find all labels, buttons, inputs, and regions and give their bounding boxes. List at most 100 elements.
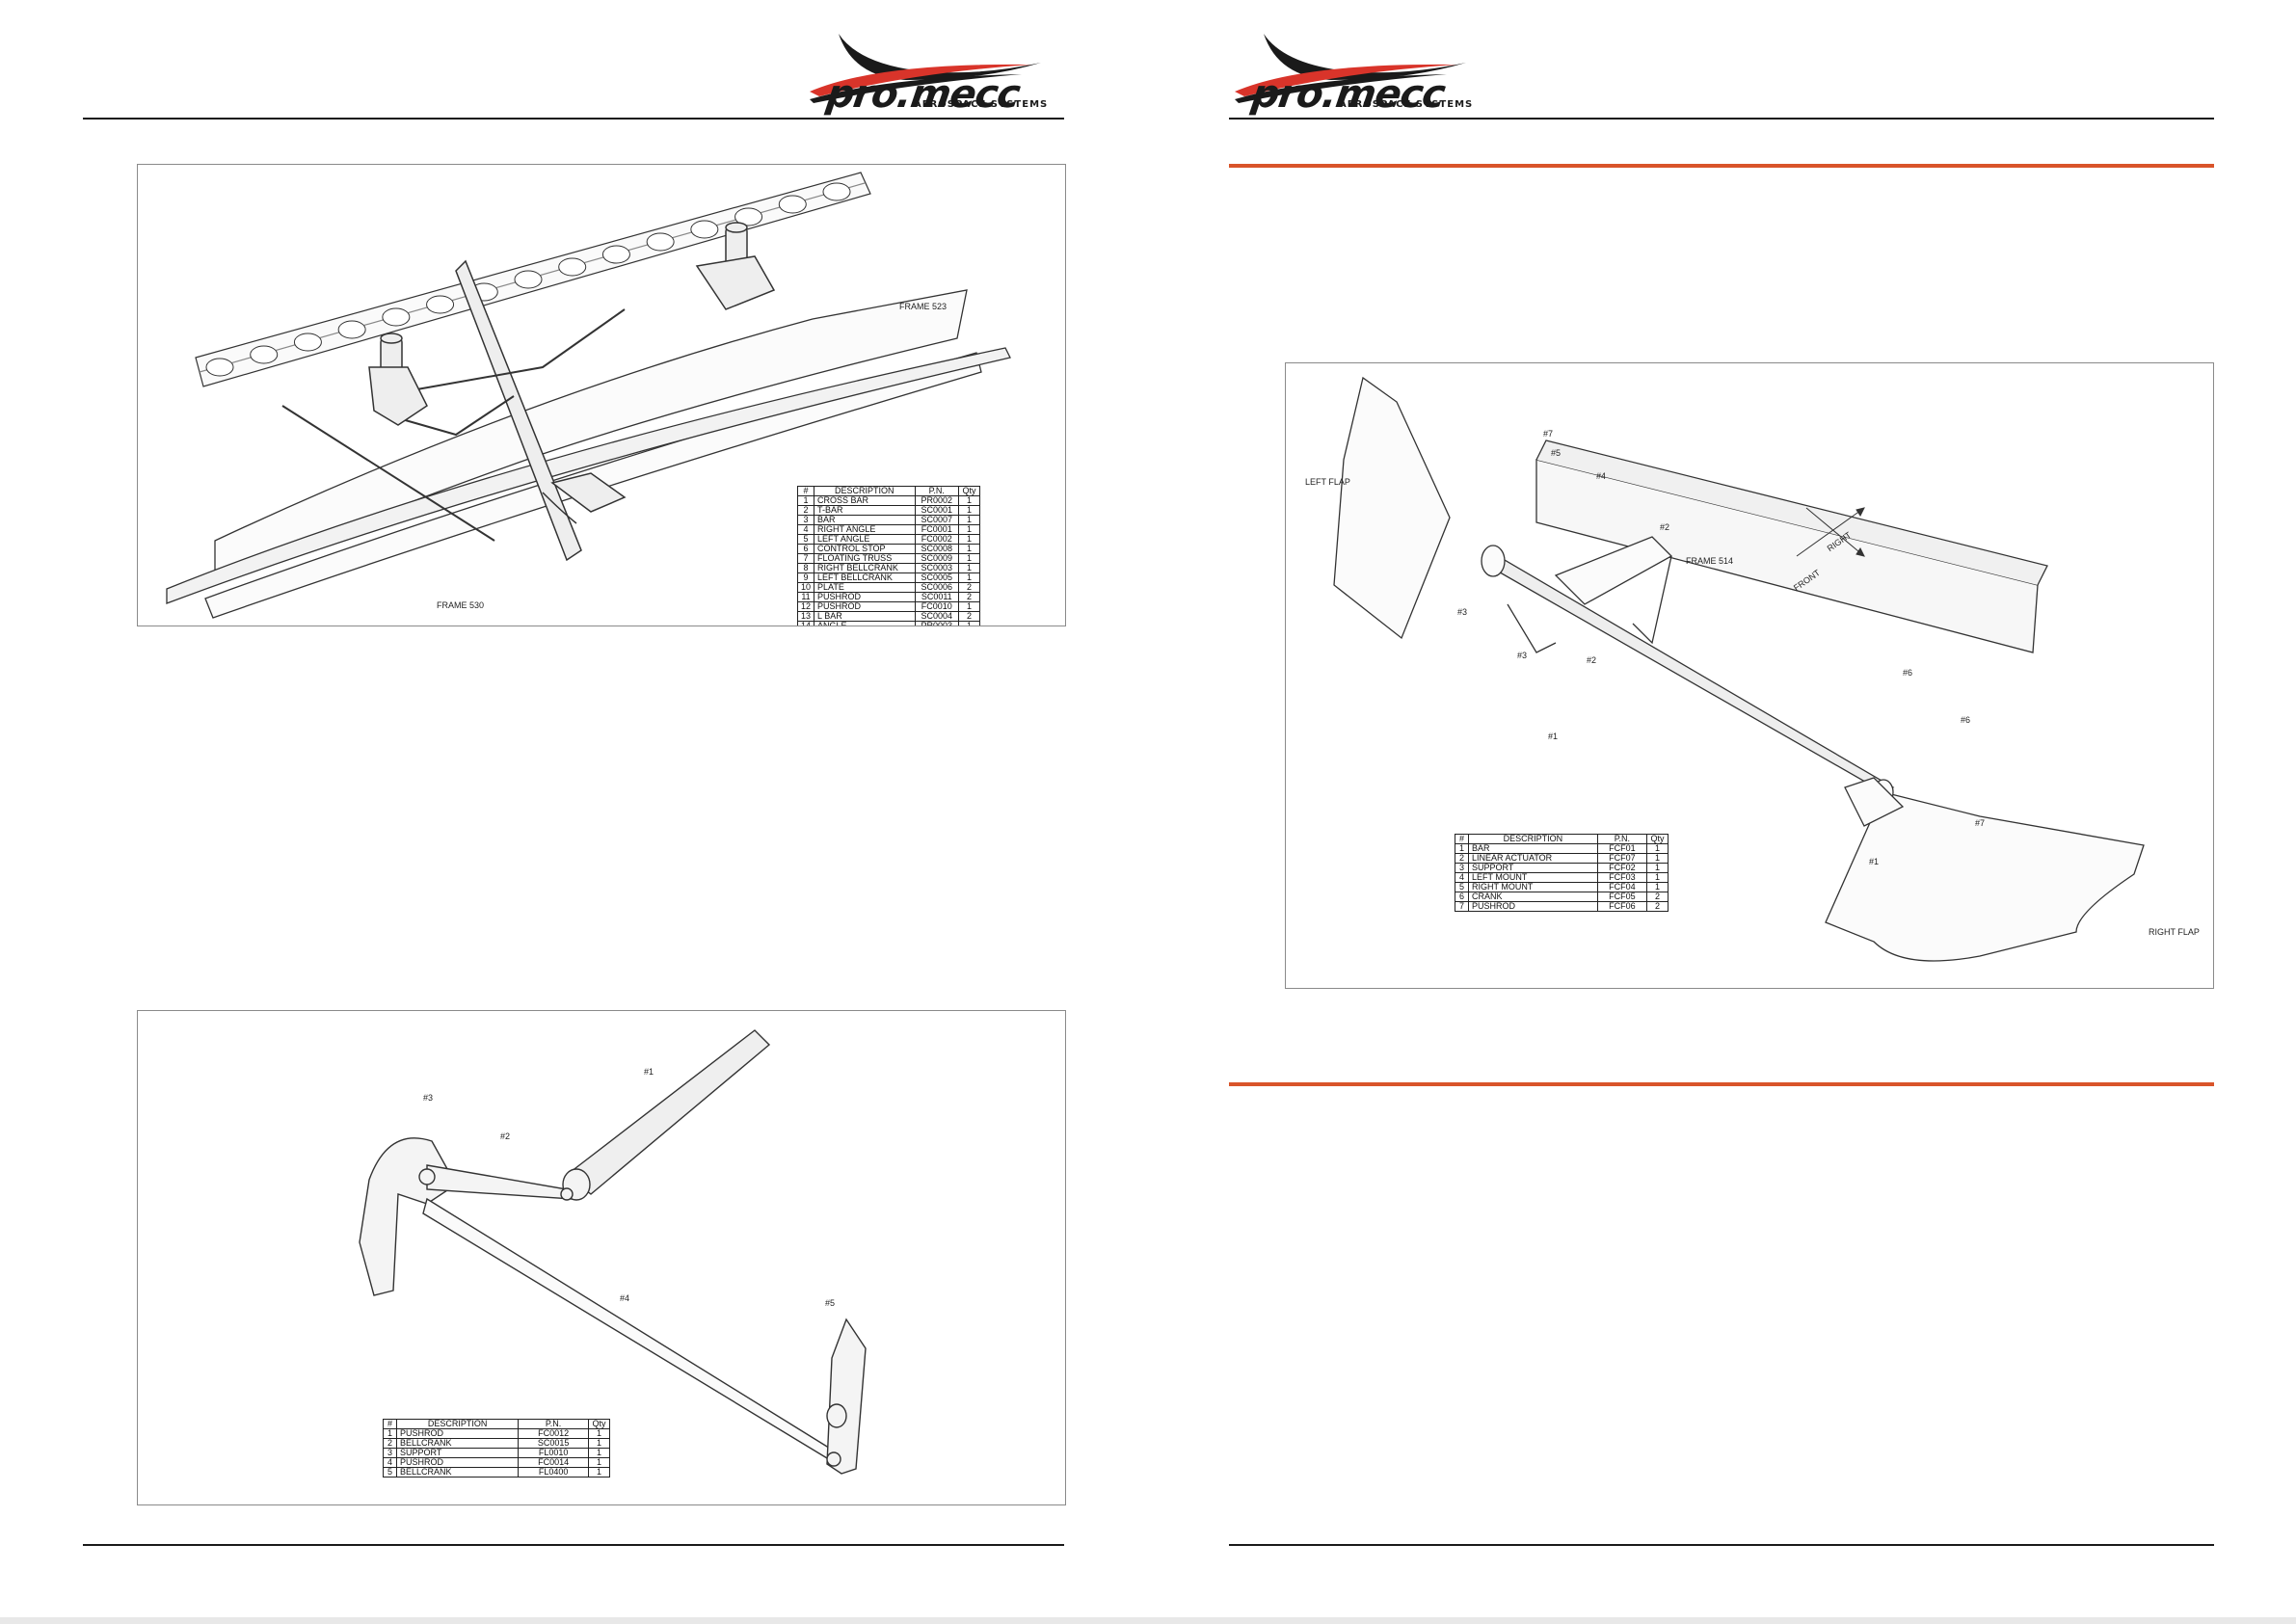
callout-1b: #1 — [1869, 857, 1880, 866]
table-cell: 2 — [958, 611, 980, 622]
table-cell: LEFT ANGLE — [814, 534, 916, 545]
figure-flap-assembly: LEFT FLAP RIGHT FLAP FRAME 514 RIGHT FRO… — [1285, 362, 2214, 989]
table-cell: 9 — [796, 572, 815, 583]
table-cell: BAR — [1468, 843, 1598, 854]
lightening-hole — [690, 220, 719, 239]
table-cell: BAR — [814, 515, 916, 525]
table-cell: FC0014 — [518, 1457, 589, 1468]
lightening-hole — [382, 307, 411, 327]
right-page: pro.mecc AEROSPACE SYSTEMS — [1148, 0, 2296, 1624]
table-cell: 1 — [1646, 863, 1669, 873]
left-page: pro.mecc AEROSPACE SYSTEMS — [83, 34, 1066, 1546]
bom-header-cell: DESCRIPTION — [1468, 834, 1598, 844]
table-cell: 5 — [796, 534, 815, 545]
bom-header-cell: Qty — [1646, 834, 1669, 844]
scan-footer-strip — [0, 1617, 2296, 1624]
lightening-hole — [558, 257, 587, 277]
table-cell: FL0400 — [518, 1467, 589, 1478]
table-cell: 1 — [958, 505, 980, 516]
lightening-hole — [822, 182, 851, 201]
table-cell: 6 — [1455, 892, 1469, 902]
bom-header-cell: Qty — [588, 1419, 610, 1429]
table-cell: SC0015 — [518, 1438, 589, 1449]
table-cell: 1 — [958, 621, 980, 626]
table-cell: FCF06 — [1596, 901, 1648, 912]
control-assembly-drawing — [166, 172, 1011, 619]
lightening-hole — [426, 295, 455, 314]
table-cell: 2 — [383, 1438, 397, 1449]
table-cell: 1 — [958, 553, 980, 564]
header-rule — [83, 118, 1064, 120]
frame-530-label: FRAME 530 — [437, 600, 485, 610]
table-cell: 1 — [588, 1448, 610, 1458]
bom-header-cell: # — [796, 486, 815, 496]
table-cell: 4 — [383, 1457, 397, 1468]
table-cell: 7 — [796, 553, 815, 564]
logo-wordmark: pro.mecc — [1248, 72, 1448, 117]
pushrod-assembly-drawing — [359, 1029, 867, 1475]
table-cell: 1 — [958, 534, 980, 545]
callout-3b: #3 — [1517, 651, 1528, 660]
callout-3: #3 — [423, 1093, 434, 1103]
table-cell: LEFT BELLCRANK — [814, 572, 916, 583]
table-cell: SC0003 — [914, 563, 960, 573]
callout-6: #6 — [1903, 668, 1913, 678]
table-cell: FCF02 — [1596, 863, 1648, 873]
callout-3: #3 — [1457, 607, 1468, 617]
frame-514-label: FRAME 514 — [1686, 556, 1734, 566]
table-cell: 2 — [1455, 853, 1469, 864]
table-cell: FCF05 — [1596, 892, 1648, 902]
table-cell: L BAR — [814, 611, 916, 622]
table-cell: 1 — [958, 524, 980, 535]
callout-6b: #6 — [1961, 715, 1971, 725]
table-cell: T-BAR — [814, 505, 916, 516]
footer-rule — [1229, 1544, 2214, 1546]
lightening-hole — [337, 320, 366, 339]
table-cell: ANGLE — [814, 621, 916, 626]
table-cell: 3 — [1455, 863, 1469, 873]
callout-2: #2 — [500, 1131, 511, 1141]
table-cell: PUSHROD — [395, 1457, 520, 1468]
table-cell: 14 — [796, 621, 815, 626]
bom-header-cell: # — [383, 1419, 397, 1429]
table-cell: 10 — [796, 582, 815, 593]
callout-1: #1 — [1548, 732, 1559, 741]
table-cell: 3 — [796, 515, 815, 525]
table-cell: 1 — [796, 495, 815, 506]
logo-swoosh-icon — [810, 34, 1041, 103]
logo-subtitle: AEROSPACE SYSTEMS — [914, 99, 1049, 110]
table-cell: PUSHROD — [395, 1428, 520, 1439]
lightening-hole — [205, 358, 234, 377]
bom-header-cell: P.N. — [518, 1419, 589, 1429]
table-cell: SC0001 — [914, 505, 960, 516]
table-cell: 1 — [1646, 853, 1669, 864]
frame-523-label: FRAME 523 — [899, 302, 948, 311]
table-cell: LEFT MOUNT — [1468, 872, 1598, 883]
table-cell: 1 — [1646, 882, 1669, 892]
logo-wordmark: pro.mecc — [823, 72, 1023, 117]
table-cell: BELLCRANK — [395, 1438, 520, 1449]
table-cell: 1 — [1646, 843, 1669, 854]
table-cell: PR0002 — [914, 495, 960, 506]
section-rule-top — [1229, 164, 2214, 168]
lightening-hole — [293, 333, 322, 352]
table-cell: FC0002 — [914, 534, 960, 545]
callout-2b: #2 — [1660, 522, 1670, 532]
bom-header-cell: DESCRIPTION — [395, 1419, 520, 1429]
table-cell: FCF01 — [1596, 843, 1648, 854]
table-cell: 13 — [796, 611, 815, 622]
header-rule — [1229, 118, 2214, 120]
